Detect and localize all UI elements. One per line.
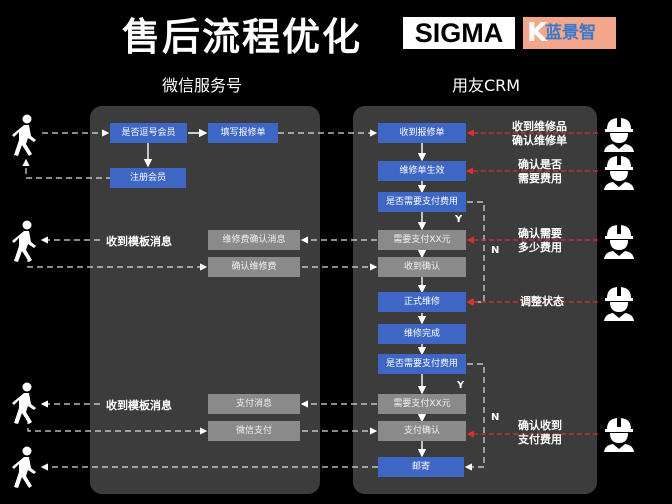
- worker-label-5: 确认收到 支付费用: [518, 419, 562, 446]
- need-pay-xx-2-box: 需要支付XX元: [378, 394, 466, 414]
- repair-done-box: 维修完成: [378, 324, 466, 344]
- hardhat-worker-icon: [604, 418, 634, 452]
- mail-box: 邮寄: [378, 457, 464, 477]
- yes-label-2: Y: [457, 380, 465, 391]
- no-label-1: N: [491, 245, 500, 256]
- lanjing-logo: K蓝景智: [523, 17, 616, 49]
- register-member-box: 注册会员: [110, 168, 186, 188]
- crm-column-header: 用友CRM: [452, 76, 521, 95]
- template-msg-label-2: 收到模板消息: [106, 399, 172, 412]
- pay-msg-box: 支付消息: [208, 394, 300, 414]
- walking-person-icon: [12, 114, 36, 156]
- hardhat-worker-icon: [604, 287, 634, 321]
- receive-form-box: 收到报修单: [378, 123, 466, 143]
- receive-confirm-box: 收到确认: [378, 257, 466, 277]
- pay-confirm-box: 支付确认: [378, 421, 466, 441]
- form-effective-box: 维修单生效: [378, 161, 466, 181]
- lanjing-logo-text: 蓝景智: [545, 23, 596, 43]
- need-pay-check-2-box: 是否需要支付费用: [378, 354, 466, 374]
- sigma-logo: SIGMA: [403, 17, 515, 49]
- template-msg-label-1: 收到模板消息: [106, 235, 172, 248]
- page-title: 售后流程优化: [122, 15, 363, 59]
- hardhat-worker-icon: [604, 225, 634, 259]
- worker-label-1: 收到维修品 确认维修单: [512, 120, 567, 147]
- walking-person-icon: [12, 220, 36, 262]
- need-pay-check-1-box: 是否需要支付费用: [378, 192, 466, 212]
- fill-form-box: 填写报修单: [208, 123, 278, 143]
- no-label-2: N: [491, 412, 500, 423]
- formal-repair-box: 正式维修: [378, 292, 466, 312]
- wechat-column-header: 微信服务号: [162, 76, 243, 95]
- walking-person-icon: [12, 446, 36, 488]
- need-pay-xx-1-box: 需要支付XX元: [378, 230, 466, 250]
- lanjing-logo-k: K: [527, 18, 548, 48]
- hardhat-worker-icon: [604, 118, 634, 152]
- hardhat-worker-icon: [604, 156, 634, 190]
- confirm-fee-box: 确认维修费: [208, 257, 300, 277]
- worker-label-3: 确认需要 多少费用: [518, 227, 562, 254]
- wechat-pay-box: 微信支付: [208, 421, 300, 441]
- worker-label-4: 调整状态: [520, 295, 564, 308]
- fee-confirm-msg-box: 维修费确认消息: [208, 230, 300, 250]
- worker-label-2: 确认是否 需要费用: [518, 158, 562, 185]
- walking-person-icon: [12, 382, 36, 424]
- yes-label-1: Y: [455, 214, 463, 225]
- member-check-box: 是否逗号会员: [110, 123, 187, 143]
